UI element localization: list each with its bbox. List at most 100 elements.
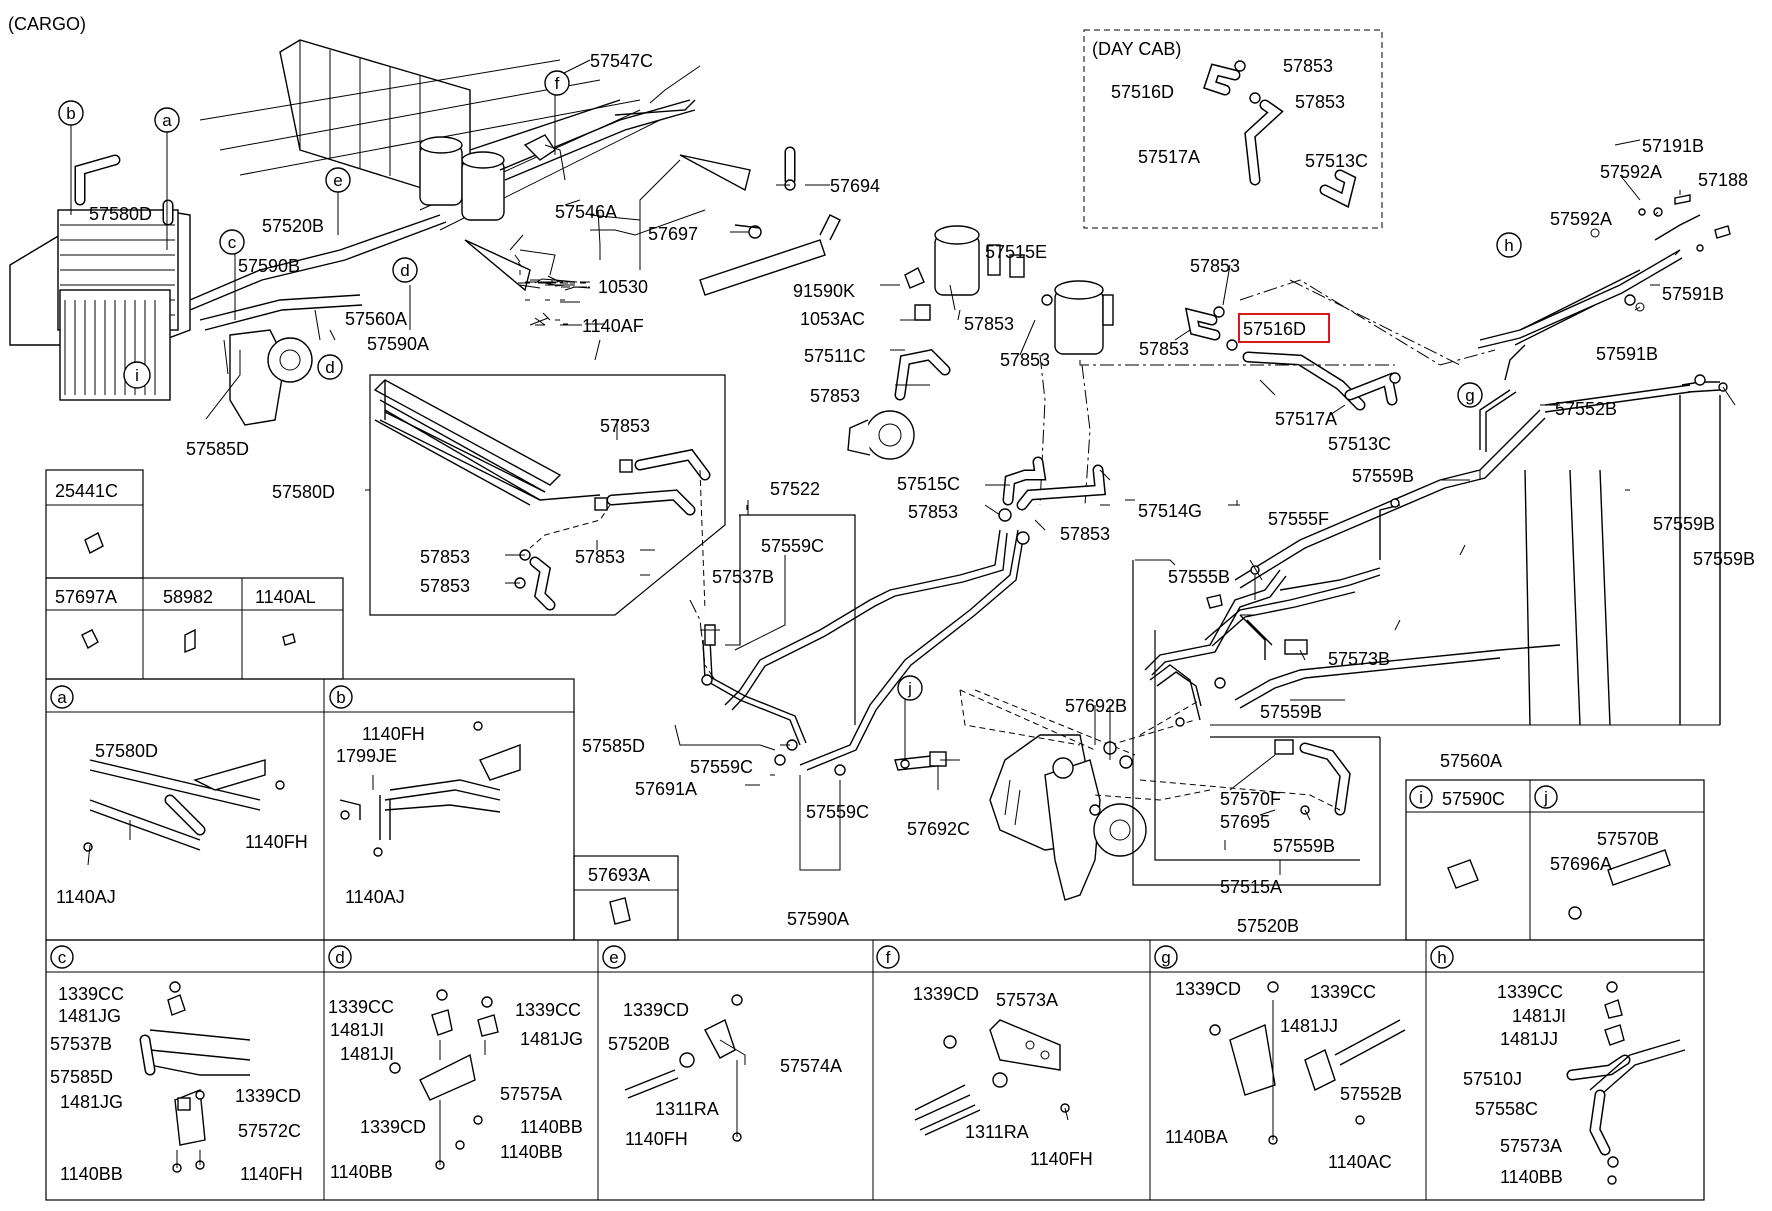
label-57853-k: 57853 [420,576,470,596]
gear-dash-3 [1094,789,1211,801]
svg-text:57580D: 57580D [95,741,158,761]
label-10530: 10530 [598,277,648,297]
panel-h-labels: 1339CC 1481JI 1481JJ 57510J 57558C 57573… [1463,982,1566,1187]
label-57191B: 57191B [1642,136,1704,156]
svg-text:1339CC: 1339CC [515,1000,581,1020]
fittings-57692B [1089,741,1133,816]
panel-g-labels: 1339CD 1339CC 1481JJ 57552B 1140BA 1140A… [1165,979,1402,1172]
label-57559B-e: 57559B [1273,836,1335,856]
return-pipes [702,508,1030,776]
label-57697A: 57697A [55,587,117,607]
svg-text:57575A: 57575A [500,1084,562,1104]
svg-text:1481JJ: 1481JJ [1280,1016,1338,1036]
panel-row-2 [45,939,1705,1201]
connector-line-2 [1239,279,1441,366]
hose-57515C [1002,456,1107,511]
label-1140AL: 1140AL [255,587,316,607]
small-parts-grid [45,469,344,680]
leader-lines [70,59,1736,875]
day-cab-box [1083,29,1383,229]
label-57514G: 57514G [1138,501,1202,521]
svg-text:1140FH: 1140FH [1030,1149,1093,1169]
svg-text:c: c [58,948,67,967]
label-57590B: 57590B [238,256,300,276]
svg-text:1481JI: 1481JI [340,1044,394,1064]
small-fittings [904,254,1053,321]
svg-text:1140BB: 1140BB [60,1164,123,1184]
label-91590K: 91590K [793,281,855,301]
panel-i-j [1405,779,1705,941]
label-57515C: 57515C [897,474,960,494]
highlight-box-57516D [1238,313,1330,343]
panel-c-drawing [139,981,251,1173]
label-57555B: 57555B [1168,567,1230,587]
svg-text:1339CC: 1339CC [58,984,124,1004]
cooler-57580D [373,379,711,611]
label-1140AF: 1140AF [582,316,644,336]
label-dc-57853-a: 57853 [1283,56,1333,76]
label-57522: 57522 [770,479,820,499]
connector-line-6 [689,599,716,681]
label-57516D-main: 57516D [1243,319,1306,339]
label-57560A: 57560A [345,309,407,329]
panel-f-letter: f [876,945,900,969]
gear-dash [959,689,1081,746]
label-57853-e: 57853 [1139,339,1189,359]
label-57592A-b: 57592A [1550,209,1612,229]
label-57570F: 57570F [1220,789,1281,809]
circle-j-callout: j [897,675,923,701]
circle-c-callout: c [219,229,245,255]
svg-text:1140BB: 1140BB [330,1162,393,1182]
label-57570B: 57570B [1597,829,1659,849]
hose-57570F [1274,739,1351,816]
panel-f-drawing [914,1019,1070,1136]
label-57546A: 57546A [555,202,617,222]
connector-line-5 [1439,349,1496,366]
panel-a-drawing [83,759,285,866]
panel-a-labels: 57580D 1140FH 1140AJ [56,741,308,907]
svg-text:57574A: 57574A [780,1056,842,1076]
label-57585D: 57585D [186,439,249,459]
svg-text:i: i [135,366,139,385]
label-dc-57517A: 57517A [1138,147,1200,167]
panel-e-letter: e [602,945,626,969]
circle-e-callout: e [325,167,351,193]
svg-text:d: d [400,261,409,280]
svg-text:1140FH: 1140FH [362,724,425,744]
label-57552B: 57552B [1555,399,1617,419]
panel-row-1 [45,678,575,941]
label-57590A: 57590A [367,334,429,354]
label-57853-m: 57853 [1060,524,1110,544]
svg-text:1481JG: 1481JG [520,1029,583,1049]
svg-text:1140AC: 1140AC [1328,1152,1392,1172]
label-57188: 57188 [1698,170,1748,190]
label-57547C: 57547C [590,51,653,71]
circle-f-callout: f [544,70,570,96]
panel-h-letter: h [1430,945,1454,969]
panel-f-labels: 1339CD 57573A 1311RA 1140FH [913,984,1093,1169]
svg-text:h: h [1504,236,1513,255]
svg-text:f: f [886,948,891,967]
label-57592A-a: 57592A [1600,162,1662,182]
svg-text:1339CD: 1339CD [1175,979,1241,999]
label-25441C: 25441C [55,481,118,501]
panel-b-drawing [339,721,521,857]
steering-cylinder [614,99,841,296]
bracket-57522 [739,505,856,725]
svg-text:1140BB: 1140BB [1500,1167,1563,1187]
label-57590A-b: 57590A [787,909,849,929]
circle-a-callout: a [154,107,180,133]
svg-text:57537B: 57537B [50,1034,112,1054]
panel-i-letter: i [1409,785,1433,809]
label-1053AC: 1053AC [800,309,865,329]
label-57694: 57694 [830,176,880,196]
svg-text:1339CD: 1339CD [913,984,979,1004]
svg-text:1140AJ: 1140AJ [345,887,405,907]
fitting-57537B [700,624,720,686]
svg-text:1140AJ: 1140AJ [56,887,116,907]
label-57853-b: 57853 [964,314,1014,334]
label-57590C: 57590C [1442,789,1505,809]
arrow-wedge-1 [464,239,531,292]
svg-text:57573A: 57573A [996,990,1058,1010]
circle-d-callout-2: d [317,354,343,380]
